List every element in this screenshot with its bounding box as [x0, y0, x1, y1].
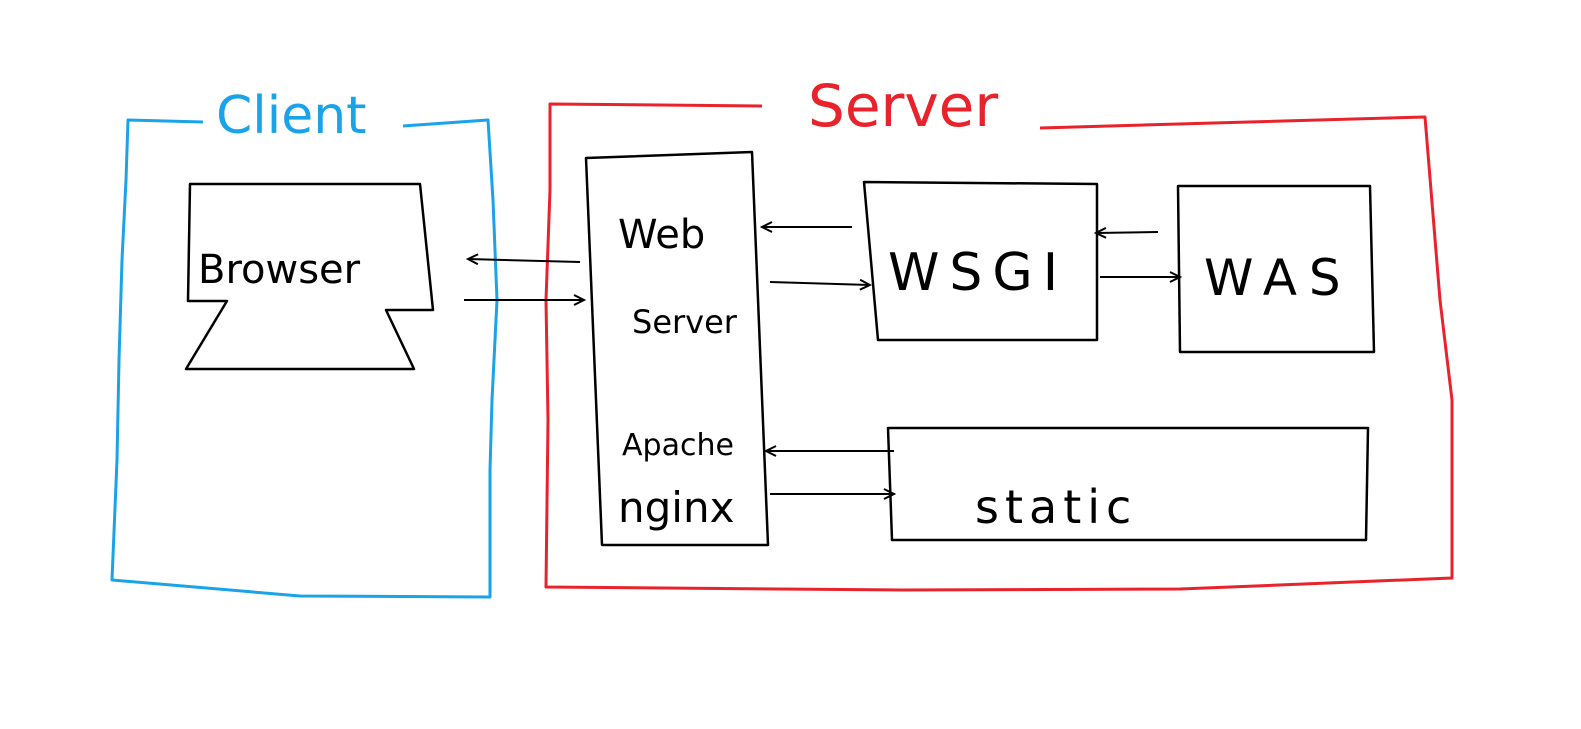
browser-node: Browser — [184, 182, 435, 371]
was-node: WAS — [1176, 184, 1376, 354]
browser-label: Browser — [198, 247, 361, 293]
web-server-label-line3: Apache — [622, 428, 734, 463]
client-label: Client — [216, 86, 367, 146]
arrow-webserver-to-browser — [468, 259, 581, 262]
was-label: WAS — [1204, 249, 1353, 307]
static-node: static — [886, 426, 1370, 542]
server-boundary — [544, 102, 1454, 592]
static-label: static — [975, 480, 1137, 534]
arrow-was-to-wsgi — [1096, 232, 1159, 233]
web-server-label-line4: nginx — [618, 483, 734, 532]
web-server-node: Web Server Apache nginx — [584, 150, 770, 547]
web-server-label-line1: Web — [618, 212, 705, 258]
web-server-box — [584, 150, 770, 547]
client-group: Client — [110, 86, 499, 599]
server-group: Server — [544, 72, 1454, 592]
web-server-label-line2: Server — [632, 303, 738, 341]
wsgi-node: WSGI — [862, 180, 1099, 342]
arrow-webserver-to-wsgi — [769, 282, 870, 285]
browser-screen — [184, 182, 435, 371]
arrows — [464, 227, 1180, 494]
client-boundary — [110, 118, 499, 599]
wsgi-label: WSGI — [888, 243, 1068, 303]
server-label: Server — [808, 72, 998, 140]
static-box — [886, 426, 1370, 542]
wsgi-box — [862, 180, 1099, 342]
was-box — [1176, 184, 1376, 354]
